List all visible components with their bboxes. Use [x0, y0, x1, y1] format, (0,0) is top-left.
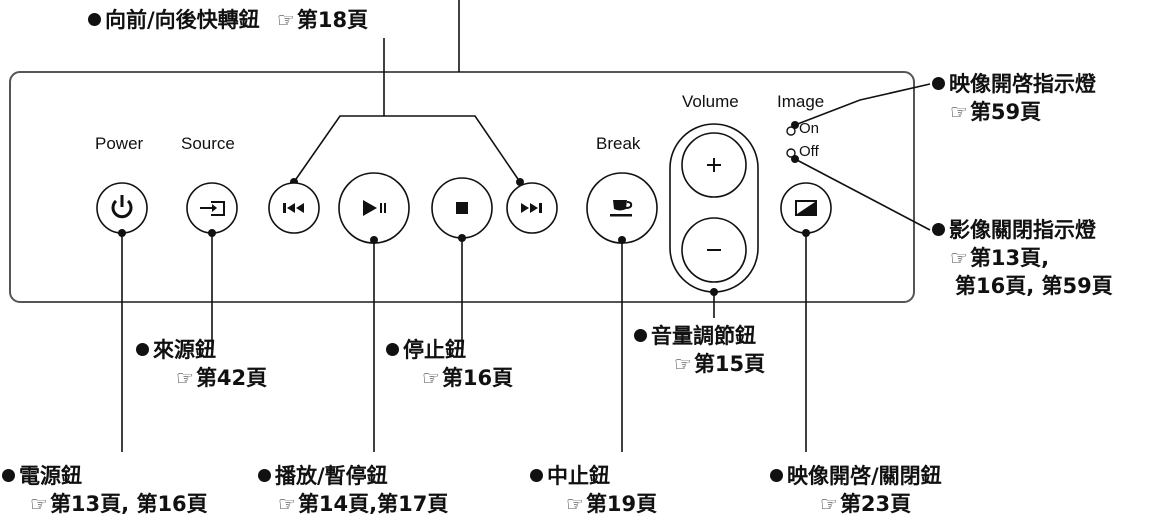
skip-forward-icon	[521, 203, 542, 213]
volume-down-button[interactable]	[681, 217, 747, 283]
callout-image: 映像開啓/關閉鈕 ☞第23頁	[770, 462, 942, 518]
skip-back-button[interactable]	[268, 182, 320, 234]
leader-image-off	[794, 158, 931, 231]
pointing-hand-icon: ☞	[674, 352, 692, 376]
pointing-hand-icon: ☞	[950, 246, 968, 270]
image-button[interactable]	[780, 182, 832, 234]
volume-label: Volume	[682, 92, 739, 111]
break-button[interactable]	[586, 172, 658, 244]
skip-bracket	[293, 115, 521, 183]
image-on-led	[786, 126, 796, 136]
bullet-dot	[530, 469, 543, 482]
pointing-hand-icon: ☞	[276, 8, 295, 32]
image-toggle-icon	[795, 200, 817, 216]
power-label: Power	[95, 134, 144, 153]
bullet-dot	[2, 469, 15, 482]
callout-break: 中止鈕 ☞第19頁	[530, 462, 657, 518]
volume-up-button[interactable]	[681, 132, 747, 198]
pointing-hand-icon: ☞	[950, 100, 968, 124]
bullet-dot	[386, 343, 399, 356]
source-button[interactable]	[186, 182, 238, 234]
pointing-hand-icon: ☞	[422, 366, 440, 390]
coffee-cup-icon	[610, 200, 633, 217]
pointing-hand-icon: ☞	[820, 492, 838, 516]
play-pause-button[interactable]	[338, 172, 410, 244]
play-pause-icon	[363, 200, 386, 216]
bullet-dot	[136, 343, 149, 356]
callout-image-on-led: 映像開啓指示燈 ☞第59頁	[932, 70, 1096, 126]
image-label: Image	[777, 92, 825, 111]
break-label: Break	[596, 134, 641, 153]
skip-back-icon	[283, 203, 304, 213]
power-icon	[111, 195, 133, 219]
bullet-dot	[932, 223, 945, 236]
image-off-led	[786, 148, 796, 158]
skip-forward-dot	[516, 178, 524, 186]
image-on-label: On	[799, 120, 820, 137]
callout-stop: 停止鈕 ☞第16頁	[386, 336, 513, 392]
bullet-dot	[88, 13, 101, 26]
skip-forward-button[interactable]	[506, 182, 558, 234]
bullet-dot	[258, 469, 271, 482]
pointing-hand-icon: ☞	[30, 492, 48, 516]
pointing-hand-icon: ☞	[176, 366, 194, 390]
leader-image-on	[794, 83, 931, 126]
callout-play-pause: 播放/暫停鈕 ☞第14頁,第17頁	[258, 462, 448, 518]
pointing-hand-icon: ☞	[566, 492, 584, 516]
callout-skip: 向前/向後快轉鈕 ☞第18頁	[88, 6, 368, 34]
pointing-hand-icon: ☞	[278, 492, 296, 516]
power-button[interactable]	[96, 182, 148, 234]
bullet-dot	[932, 77, 945, 90]
source-label: Source	[181, 134, 235, 153]
stop-button[interactable]	[431, 177, 493, 239]
stop-icon	[456, 202, 468, 214]
callout-image-off-led: 影像關閉指示燈 ☞第13頁, 第16頁, 第59頁	[932, 216, 1113, 300]
plus-icon	[707, 158, 721, 172]
callout-source: 來源鈕 ☞第42頁	[136, 336, 267, 392]
bullet-dot	[634, 329, 647, 342]
bullet-dot	[770, 469, 783, 482]
image-off-label: Off	[799, 143, 819, 160]
source-input-icon	[200, 201, 225, 216]
callout-power: 電源鈕 ☞第13頁, 第16頁	[2, 462, 208, 518]
callout-volume: 音量調節鈕 ☞第15頁	[634, 322, 765, 378]
